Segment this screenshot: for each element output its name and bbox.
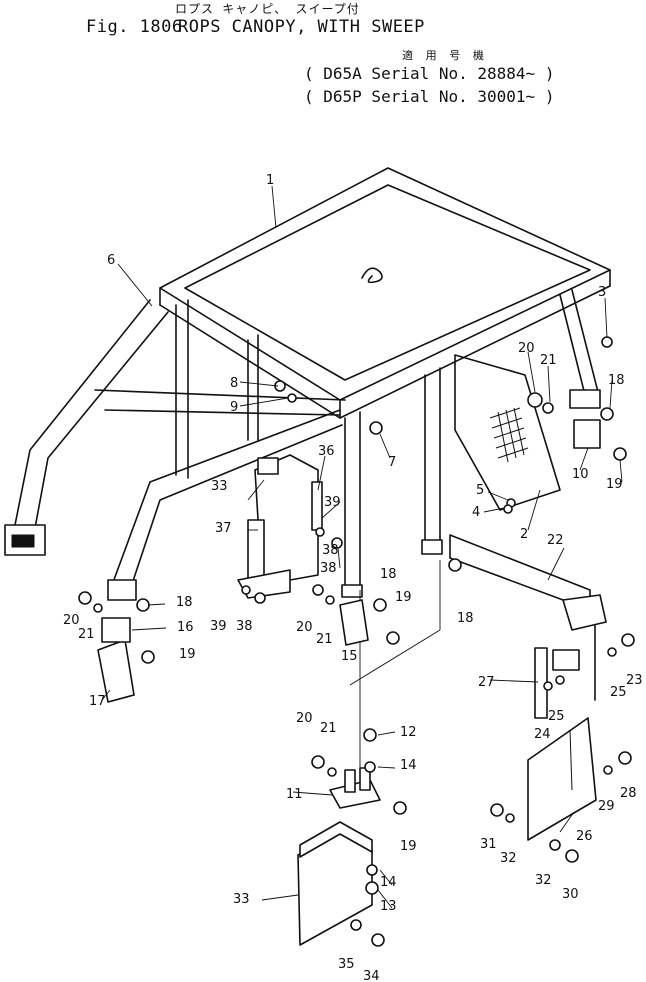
figure-number: Fig. 1806	[86, 17, 183, 37]
callout-c20b: 20	[296, 620, 313, 635]
callout-c35: 35	[338, 957, 355, 972]
lower-bracket-11	[329, 560, 441, 809]
callout-c29: 29	[598, 799, 615, 814]
callout-c32a: 32	[500, 851, 517, 866]
callout-c22: 22	[547, 533, 564, 548]
callout-c5: 5	[476, 483, 484, 498]
leader-lines	[101, 185, 623, 909]
diagram-title: ROPS CANOPY, WITH SWEEP	[178, 17, 425, 37]
callout-c20a: 20	[63, 613, 80, 628]
callout-c8: 8	[230, 376, 238, 391]
callout-c21c: 21	[320, 721, 337, 736]
lower-plate-33	[297, 821, 373, 946]
callout-c27: 27	[478, 675, 495, 690]
callout-c7: 7	[388, 455, 396, 470]
callout-c39b: 39	[324, 495, 341, 510]
callout-c18c: 18	[457, 611, 474, 626]
callout-c19b: 19	[179, 647, 196, 662]
callout-c16: 16	[177, 620, 194, 635]
callout-c10: 10	[572, 467, 589, 482]
hardware	[78, 336, 635, 947]
callout-c23: 23	[626, 673, 643, 688]
callout-c18b: 18	[176, 595, 193, 610]
callout-c34: 34	[363, 969, 380, 982]
callout-c25b: 25	[548, 709, 565, 724]
callout-c1: 1	[266, 173, 274, 188]
callout-c12: 12	[400, 725, 417, 740]
callout-c37: 37	[215, 521, 232, 536]
callout-c19d: 19	[606, 477, 623, 492]
callout-c14a: 14	[400, 758, 417, 773]
callout-c38a: 38	[320, 561, 337, 576]
callout-c6: 6	[107, 253, 115, 268]
callout-c33a: 33	[211, 479, 228, 494]
callout-c39a: 39	[210, 619, 227, 634]
callout-c3: 3	[598, 285, 606, 300]
callout-c36: 36	[318, 444, 335, 459]
callout-c33b: 33	[233, 892, 250, 907]
applicable-models-label: 適 用 号 機	[402, 49, 487, 62]
callout-c18d: 18	[608, 373, 625, 388]
callout-c20c: 20	[296, 711, 313, 726]
callout-c21d: 21	[540, 353, 557, 368]
callout-c15: 15	[341, 649, 358, 664]
callout-c21a: 21	[78, 627, 95, 642]
callout-c19c: 19	[400, 839, 417, 854]
callout-c11: 11	[286, 787, 303, 802]
callout-c32b: 32	[535, 873, 552, 888]
serial-line-d65a: ( D65A Serial No. 28884~ )	[304, 64, 555, 83]
canopy-posts	[175, 289, 601, 598]
callout-c24: 24	[534, 727, 551, 742]
callout-c28: 28	[620, 786, 637, 801]
callout-c20d: 20	[518, 341, 535, 356]
callout-c26: 26	[576, 829, 593, 844]
sweep-frame	[4, 299, 346, 601]
callout-c18a: 18	[380, 567, 397, 582]
callout-c19a: 19	[395, 590, 412, 605]
callout-c4: 4	[472, 505, 480, 520]
bracket-27	[534, 647, 580, 719]
callout-c31: 31	[480, 837, 497, 852]
side-screen	[454, 354, 561, 511]
sweep-bar-22	[449, 534, 607, 701]
callout-c13: 13	[380, 899, 397, 914]
japanese-title: ロプス キャノピ、 スイープ付	[175, 2, 360, 16]
serial-line-d65p: ( D65P Serial No. 30001~ )	[304, 87, 555, 106]
upper-plate-33	[237, 454, 323, 599]
callout-c38c: 38	[322, 543, 339, 558]
callout-c30: 30	[562, 887, 579, 902]
callout-c25a: 25	[610, 685, 627, 700]
callout-c21b: 21	[316, 632, 333, 647]
step-15	[97, 599, 369, 703]
lower-plate-26	[527, 717, 597, 841]
callout-c2: 2	[520, 527, 528, 542]
callout-c17: 17	[89, 694, 106, 709]
callout-c14b: 14	[380, 875, 397, 890]
callout-c9: 9	[230, 400, 238, 415]
callout-c38b: 38	[236, 619, 253, 634]
